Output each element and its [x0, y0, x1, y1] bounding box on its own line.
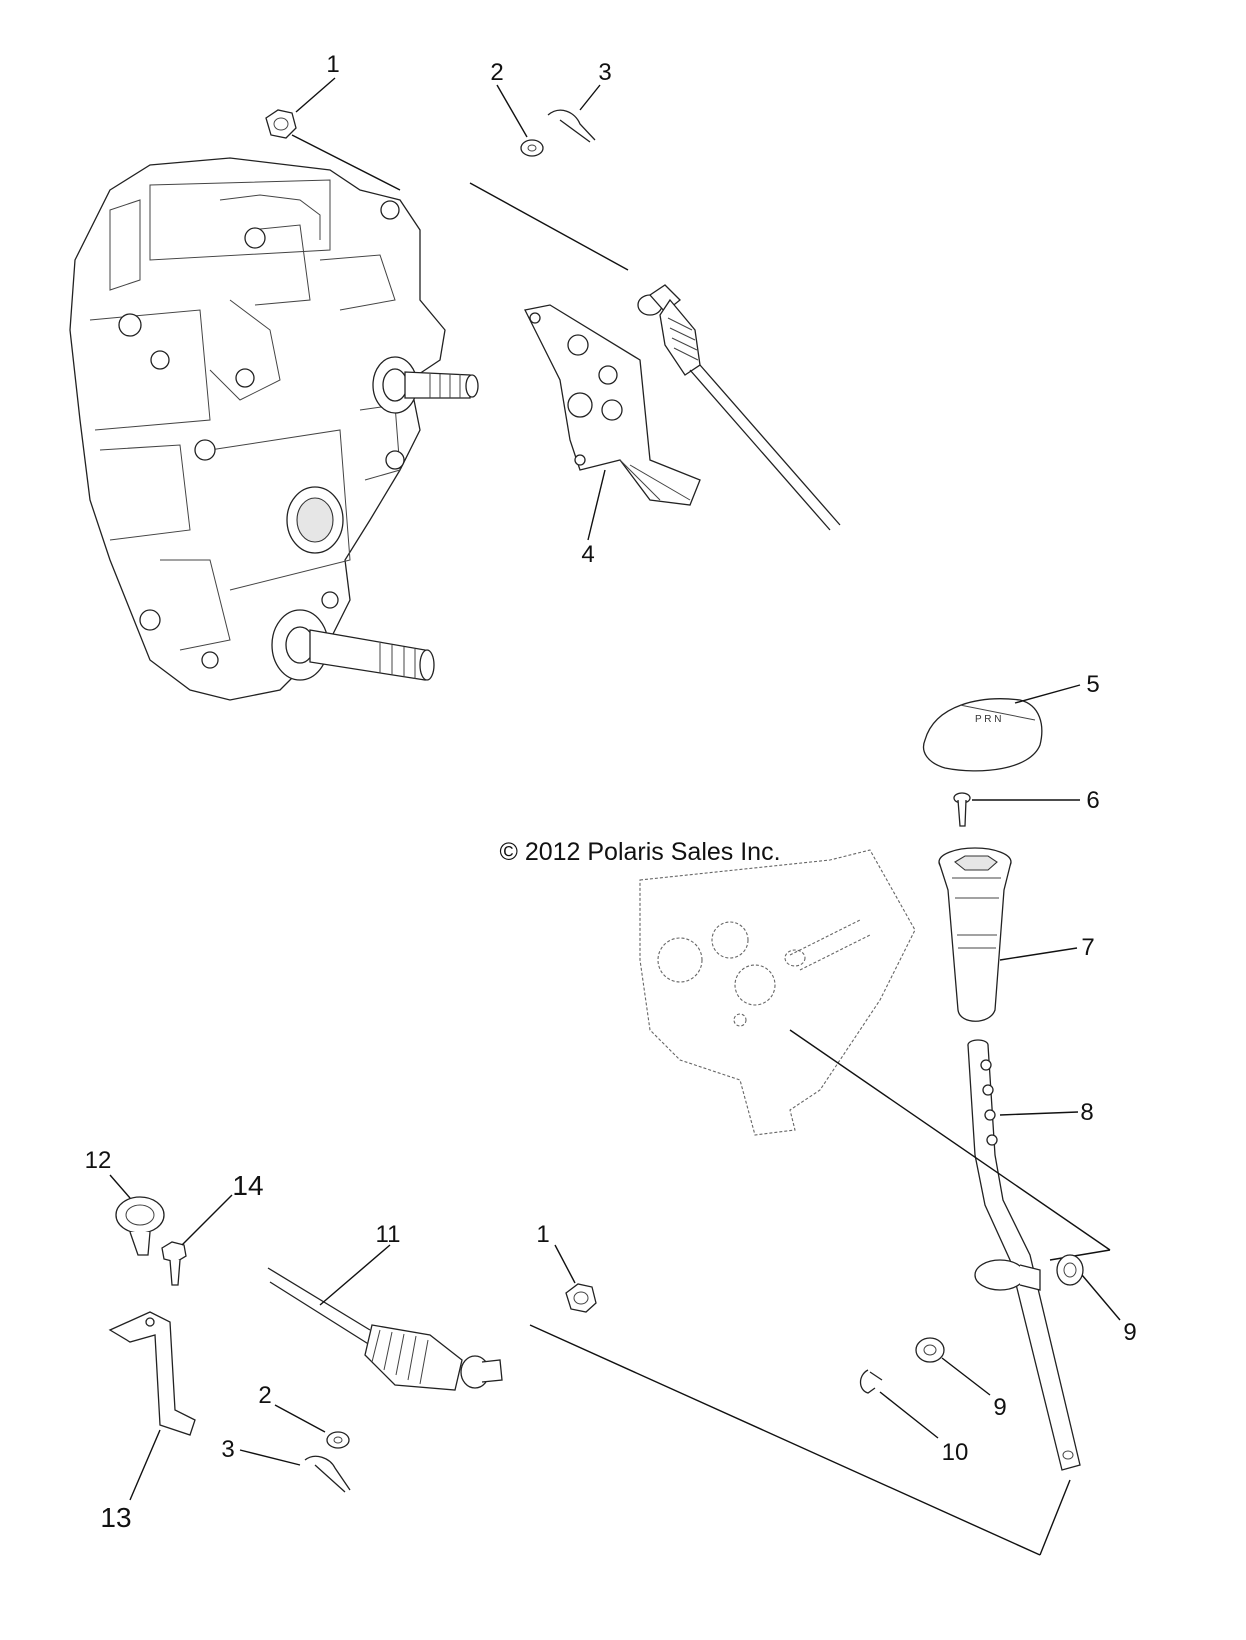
hex-nut-top [265, 109, 297, 139]
shift-grip [938, 847, 1012, 1022]
callout-5: 5 [1086, 671, 1099, 698]
callout-2-lower: 2 [258, 1382, 271, 1409]
washer-lower [326, 1431, 350, 1449]
callout-3-top: 3 [598, 59, 611, 86]
callout-6: 6 [1086, 787, 1099, 814]
callout-9-upper: 9 [1123, 1319, 1136, 1346]
shift-knob: P R N [922, 698, 1043, 772]
shift-cable-upper-end [637, 284, 841, 531]
hair-pin-clip-top [547, 109, 596, 143]
shift-cable-lower [267, 1267, 503, 1391]
callout-7: 7 [1081, 934, 1094, 961]
bracket-phantom [639, 849, 916, 1136]
callout-11: 11 [376, 1221, 401, 1248]
callout-14: 14 [232, 1170, 263, 1201]
mounting-bracket [108, 1311, 196, 1436]
callout-13: 13 [100, 1502, 131, 1533]
knob-screw [953, 792, 971, 827]
shift-lever [967, 1039, 1081, 1471]
washer-top [520, 139, 544, 157]
shift-cable-bracket [524, 304, 701, 506]
cable-clamp [115, 1196, 165, 1256]
hair-pin-clip-lower [304, 1455, 351, 1493]
callout-8: 8 [1080, 1099, 1093, 1126]
copyright-notice: © 2012 Polaris Sales Inc. [499, 838, 780, 866]
callout-9-lower: 9 [993, 1394, 1006, 1421]
transmission-assembly [69, 157, 479, 701]
flange-bolt [161, 1241, 187, 1286]
bushing-upper [1056, 1254, 1084, 1286]
e-clip [859, 1369, 883, 1394]
callout-1-lower: 1 [536, 1221, 549, 1248]
callout-1-top: 1 [326, 51, 339, 78]
callout-10: 10 [942, 1439, 969, 1466]
callout-3-lower: 3 [221, 1436, 234, 1463]
callout-4: 4 [581, 541, 594, 568]
callout-12: 12 [85, 1147, 112, 1174]
hex-nut-lower [565, 1283, 597, 1313]
svg-text:P R N: P R N [975, 714, 1002, 725]
bushing-lower [915, 1337, 945, 1363]
callout-2-top: 2 [490, 59, 503, 86]
